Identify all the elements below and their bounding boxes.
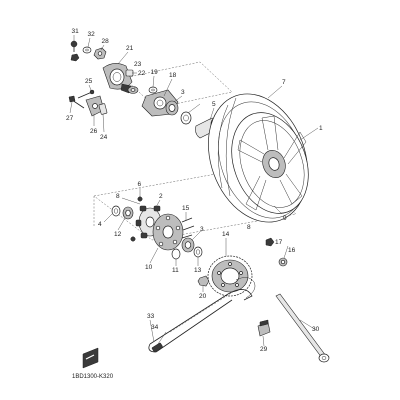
callout-27: 27: [66, 115, 74, 122]
clip-22: [125, 69, 134, 77]
callout-7: 7: [282, 79, 286, 86]
callout-22: 22: [138, 70, 146, 77]
callout-25: 25: [85, 78, 93, 85]
caliper-group-outline: [123, 61, 233, 109]
nut-28: [93, 47, 107, 60]
callout-19: 19: [151, 69, 159, 76]
callout-4: 4: [98, 221, 102, 228]
callout-34: 34: [151, 324, 159, 331]
adjuster-25: [77, 89, 95, 99]
callout-32: 32: [88, 31, 96, 38]
callout-3-top: 3: [181, 89, 185, 96]
callout-18: 18: [169, 72, 177, 79]
spacer-19: [148, 86, 158, 94]
callout-26: 26: [90, 128, 98, 135]
callout-23: 23: [134, 61, 142, 68]
chain-joint-34: [151, 342, 163, 353]
pin-24: [98, 103, 108, 115]
callout-16: 16: [288, 247, 296, 254]
hub-group-outline: [93, 169, 297, 241]
leader-lines: [69, 35, 319, 347]
washer-4: [111, 205, 121, 217]
callout-5: 5: [212, 101, 216, 108]
washer-16: [278, 257, 288, 267]
bearing-3c: [181, 237, 195, 253]
drawing-code: 1BD1300-K320: [72, 374, 114, 380]
callout-31: 31: [72, 28, 80, 35]
callout-9: 9: [283, 215, 287, 222]
bearing-3a: [165, 100, 179, 116]
callout-14: 14: [222, 231, 230, 238]
washer-32: [82, 46, 92, 54]
callout-12: 12: [114, 231, 122, 238]
callout-30: 30: [312, 326, 320, 333]
callout-8-left: 8: [116, 193, 120, 200]
callout-6: 6: [138, 181, 142, 188]
callout-3-mid: 3: [200, 226, 204, 233]
callout-15: 15: [182, 205, 190, 212]
bolt-31b: [70, 53, 80, 62]
front-direction-badge: [82, 347, 99, 369]
caliper-bracket-21: [102, 63, 133, 94]
stud-bolt-15: [181, 217, 195, 239]
collar-11: [171, 248, 181, 260]
sprocket-hub-10: [152, 213, 184, 251]
oil-seal-3b: [180, 111, 192, 125]
callout-8-right: 8: [247, 224, 251, 231]
plate-26: [85, 95, 105, 117]
callout-28: 28: [102, 38, 110, 45]
callout-20: 20: [199, 293, 207, 300]
callout-21: 21: [126, 45, 134, 52]
bearing-12: [122, 206, 134, 220]
callout-11: 11: [172, 267, 179, 274]
callout-2: 2: [159, 193, 163, 200]
bolt-27: [68, 95, 85, 109]
callout-29: 29: [260, 346, 268, 353]
callout-17: 17: [275, 239, 283, 246]
callout-33: 33: [147, 313, 155, 320]
callout-24: 24: [100, 134, 108, 141]
drive-chain-33: [148, 277, 256, 353]
collar-23: [127, 86, 139, 94]
rear-axle-30: [275, 293, 330, 363]
nut-20: [197, 275, 210, 287]
nut-17: [265, 237, 275, 247]
callouts: 31 32 28 21 25 22 23 27 26 24 19 18 3 5 …: [66, 28, 323, 353]
callout-1: 1: [319, 125, 323, 132]
axle-block-29: [257, 319, 271, 337]
callout-10: 10: [145, 264, 153, 271]
collar-13: [193, 246, 203, 258]
callout-13: 13: [194, 267, 202, 274]
rear-sprocket-14: [207, 255, 253, 297]
bolt-31: [70, 40, 78, 52]
wheel-rim-1: [231, 112, 309, 214]
